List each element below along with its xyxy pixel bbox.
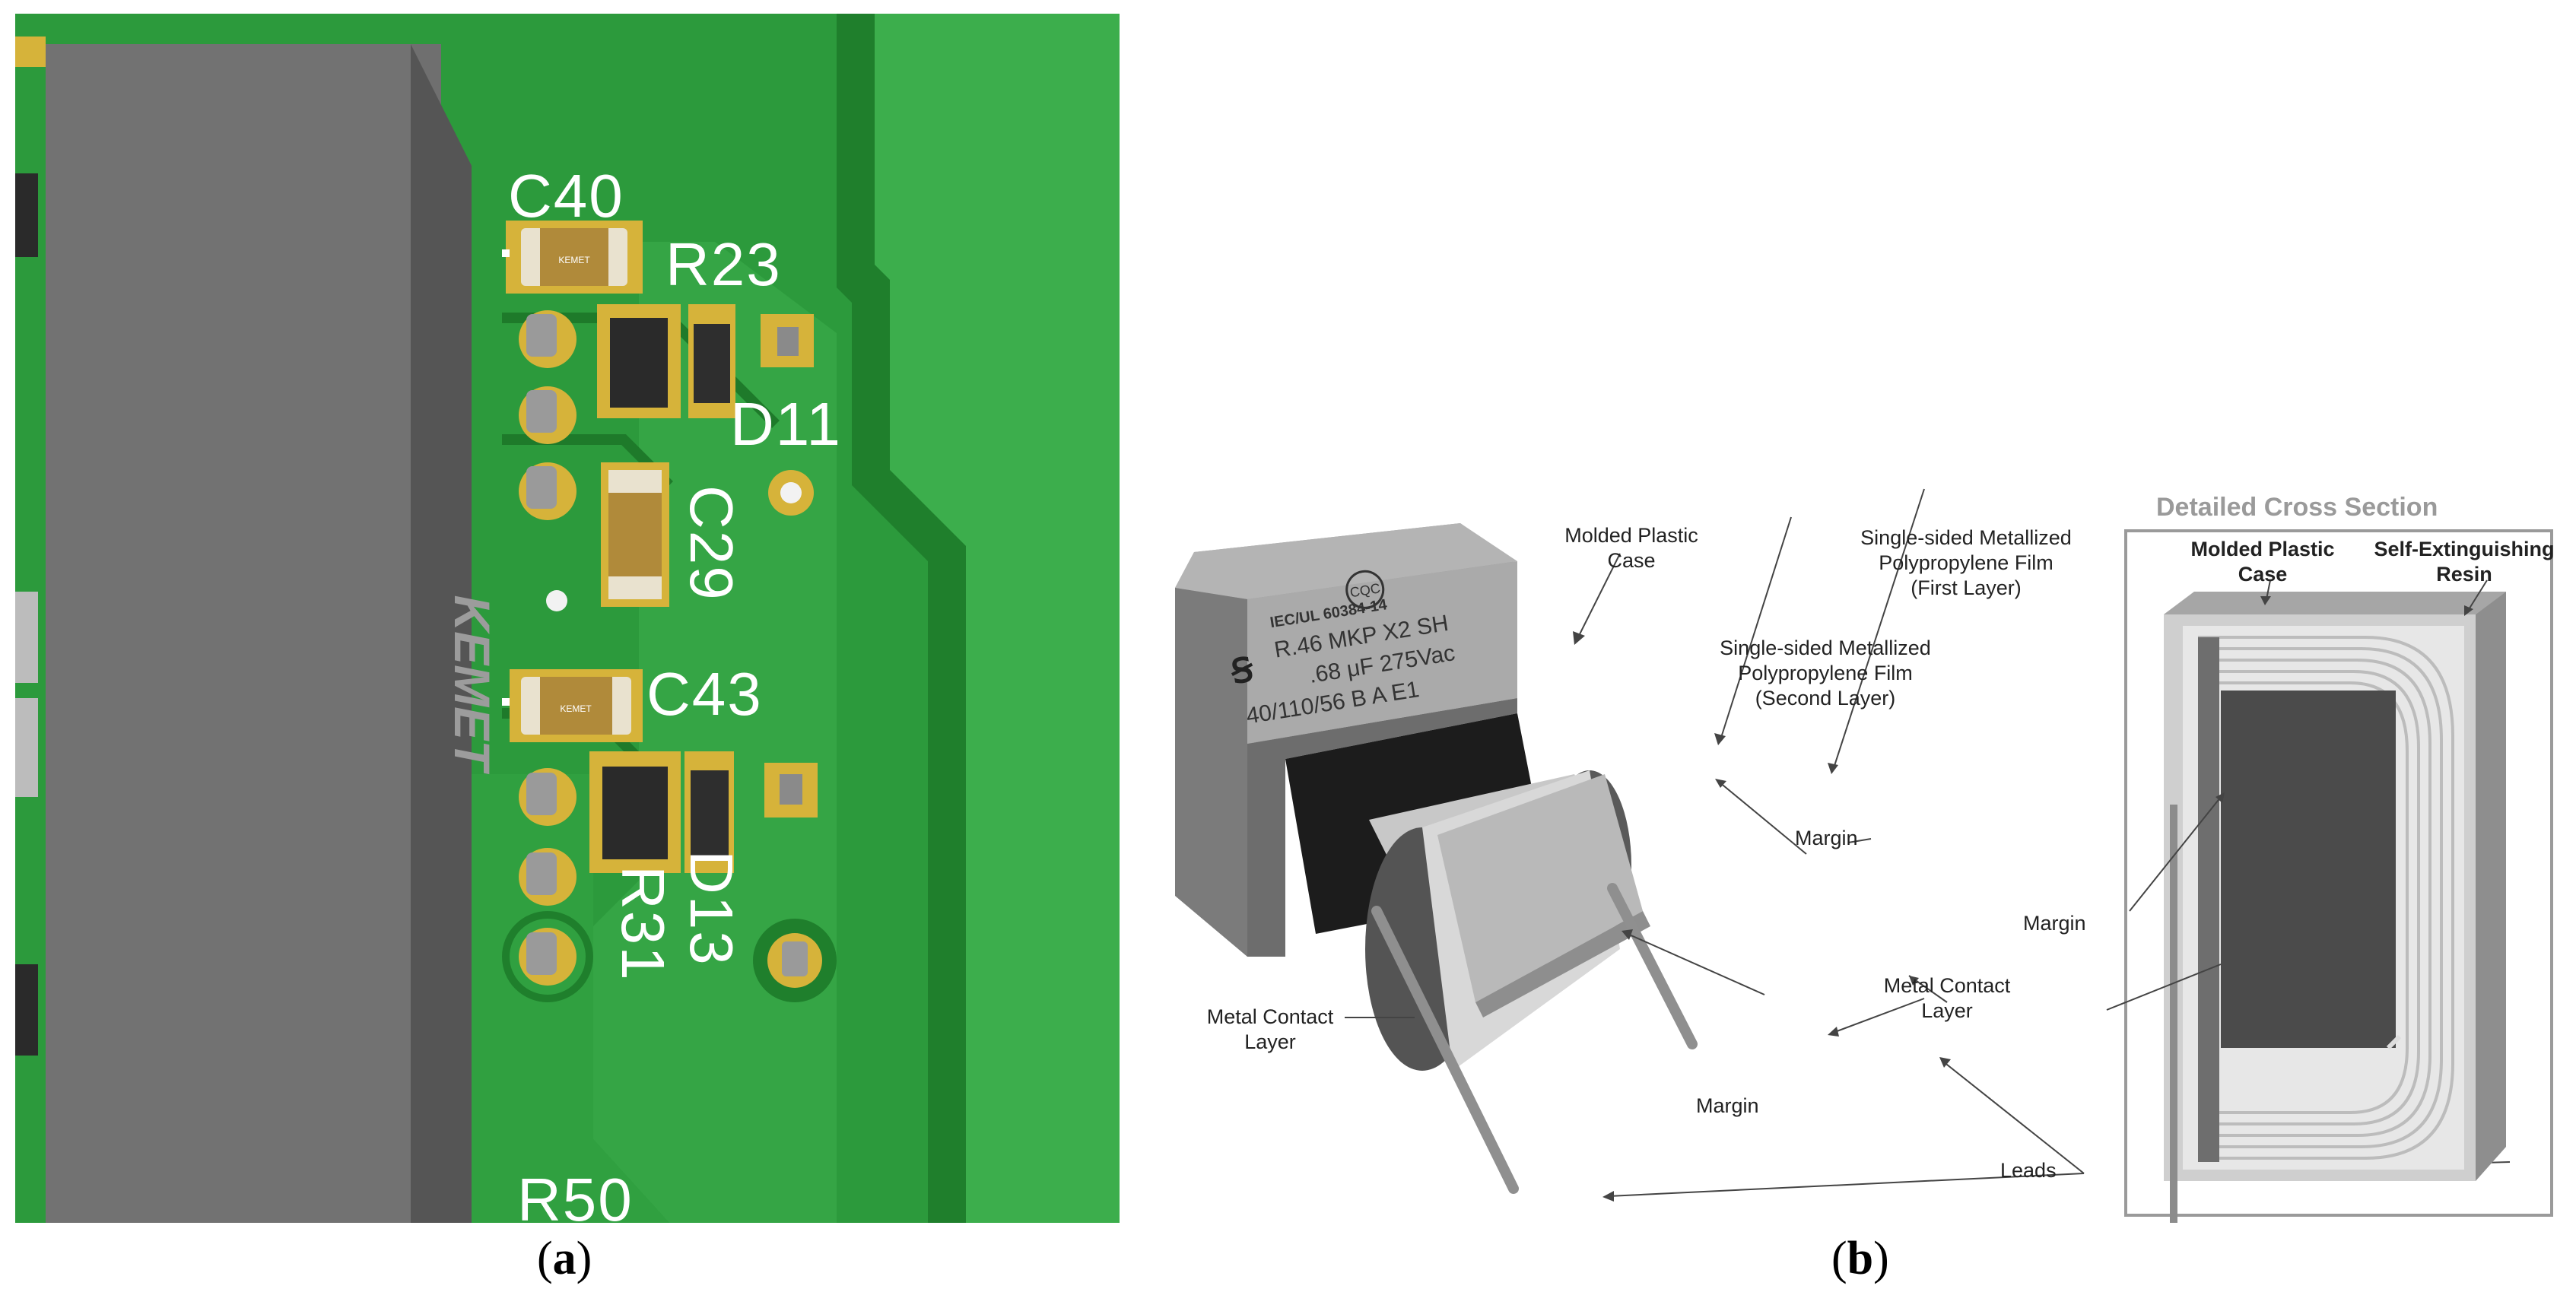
pcb-illustration: KEMET KEMET: [15, 14, 1120, 1223]
pcb-render-panel: KEMET KEMET: [15, 14, 1120, 1223]
case-brand-text: KEMET: [444, 595, 500, 775]
cross-section-margin: Margin: [2023, 912, 2086, 935]
callout-leads: Leads: [2000, 1159, 2057, 1182]
label-d13: D13: [678, 850, 745, 967]
caption-b-letter: b: [1847, 1233, 1874, 1284]
caption-b: (b): [1831, 1233, 1889, 1284]
callout-margin-top: Margin: [1795, 827, 1858, 849]
label-d11: D11: [730, 390, 842, 458]
chip-brand-text-c40: KEMET: [558, 255, 590, 265]
callout-margin-bottom: Margin: [1696, 1094, 1759, 1117]
label-r23: R23: [665, 230, 782, 298]
caption-a: (a): [537, 1233, 592, 1284]
label-c29: C29: [678, 485, 745, 602]
label-c43: C43: [646, 660, 763, 728]
chip-brand-text-c43: KEMET: [560, 703, 592, 714]
label-c40: C40: [508, 162, 624, 230]
label-r50: R50: [517, 1166, 634, 1224]
caption-a-letter: a: [552, 1233, 577, 1284]
capacitor-illustration: IEC/UL 60384-14 R.46 MKP X2 SH .68 μF 27…: [1175, 488, 2553, 1223]
cross-section-title: Detailed Cross Section: [2156, 493, 2438, 522]
capacitor-construction-panel: IEC/UL 60384-14 R.46 MKP X2 SH .68 μF 27…: [1148, 14, 2563, 1223]
label-r31: R31: [609, 865, 677, 982]
